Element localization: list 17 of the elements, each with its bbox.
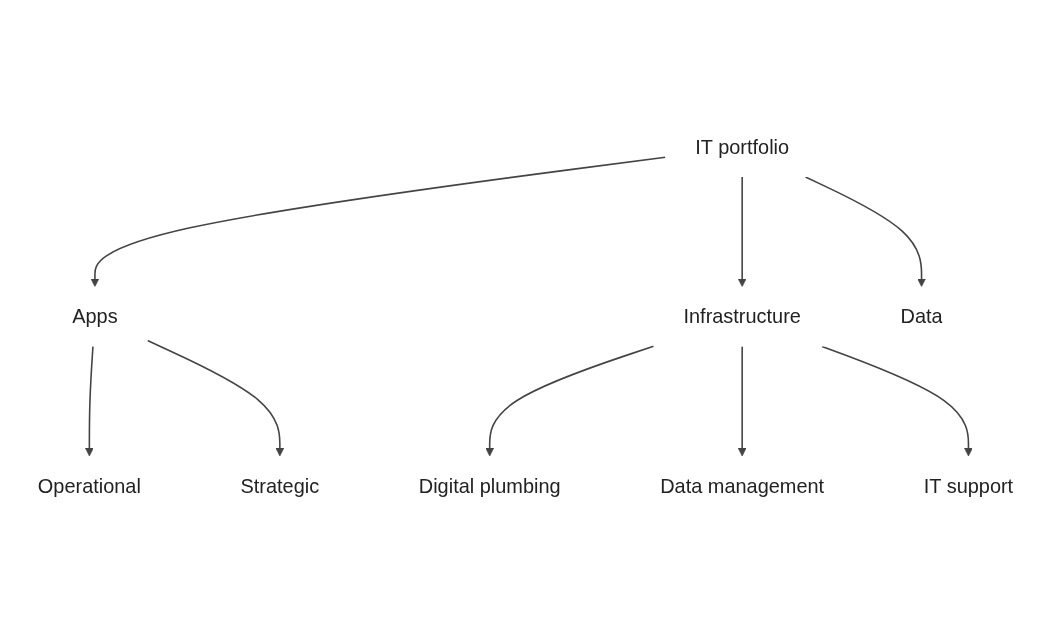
node-text: Data <box>900 305 943 328</box>
arrow <box>485 345 655 457</box>
node-text: IT portfolio <box>695 136 790 159</box>
node-text: Operational <box>37 474 141 497</box>
node-text: Infrastructure <box>683 305 801 328</box>
arrow <box>804 176 926 287</box>
arrow <box>90 156 667 287</box>
node-text: Data management <box>660 474 825 497</box>
node-text: Apps <box>72 305 118 328</box>
arrow <box>737 176 747 287</box>
node-text: IT support <box>923 474 1014 497</box>
arrow <box>146 339 285 457</box>
arrow <box>821 345 973 457</box>
arrow <box>85 345 94 457</box>
node-text: Digital plumbing <box>418 474 561 497</box>
node-text: Strategic <box>240 474 320 497</box>
arrow <box>737 345 747 457</box>
